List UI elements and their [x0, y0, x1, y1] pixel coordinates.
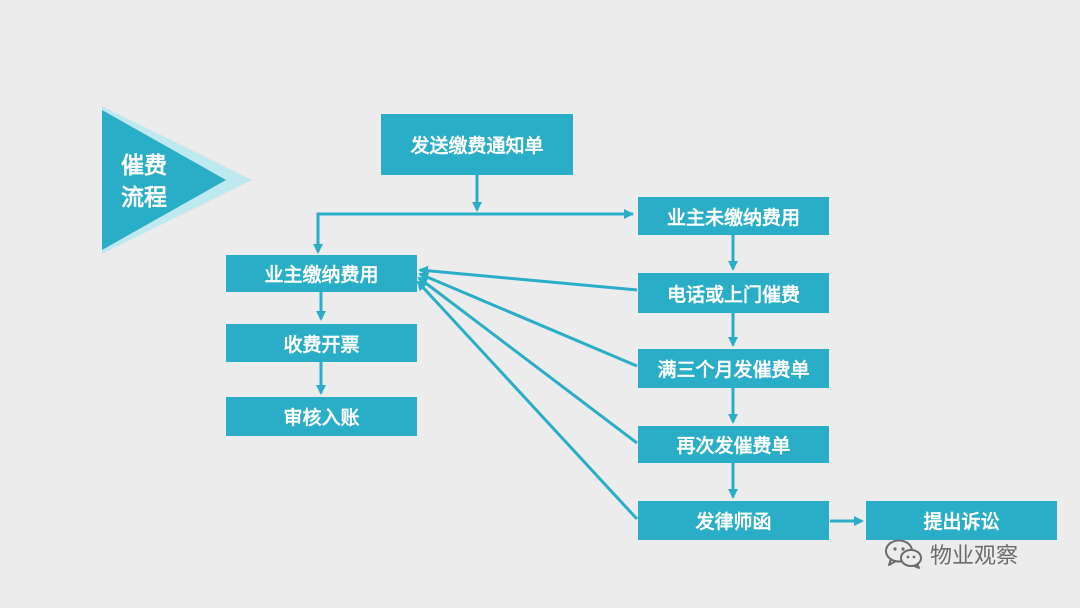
box-invoice: 收费开票	[226, 324, 417, 362]
box-three-months: 满三个月发催费单	[638, 349, 829, 388]
watermark-text: 物业观察	[930, 544, 1019, 569]
arrow-lawyer-to-paid	[416, 280, 639, 521]
box-lawyer-letter: 发律师函	[638, 501, 829, 540]
box-owner-unpaid: 业主未缴纳费用	[638, 197, 829, 235]
watermark: 物业观察	[884, 538, 1018, 570]
box-audit: 审核入账	[226, 397, 417, 436]
arrow-second-to-paid	[417, 276, 638, 445]
split-line-to-paid	[313, 212, 633, 254]
arrow-three-to-paid	[418, 272, 638, 368]
box-phone-visit: 电话或上门催费	[638, 273, 829, 313]
box-lawsuit: 提出诉讼	[866, 501, 1057, 540]
title-line-1: 催费	[121, 153, 167, 179]
box-send-notice: 发送缴费通知单	[381, 114, 573, 175]
title-line-2: 流程	[121, 185, 167, 211]
flowchart-title: 催费 流程	[112, 150, 176, 214]
title-arrow	[102, 110, 226, 250]
wechat-icon	[885, 539, 922, 569]
box-second-notice: 再次发催费单	[638, 426, 829, 463]
box-owner-paid: 业主缴纳费用	[226, 255, 417, 292]
arrow-phone-to-paid	[418, 265, 638, 292]
